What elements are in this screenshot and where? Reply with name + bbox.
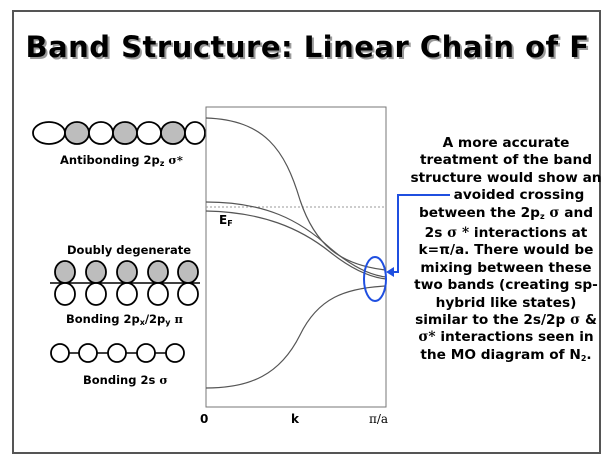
x-axis-k-label: k bbox=[291, 412, 299, 426]
orbital-lobe bbox=[184, 121, 206, 145]
s-orbital bbox=[78, 343, 98, 363]
x-axis-start-label: 0 bbox=[200, 412, 209, 426]
plot-frame bbox=[205, 106, 387, 408]
slide-title: Band Structure: Linear Chain of F bbox=[25, 30, 590, 64]
pi-band-2 bbox=[205, 210, 387, 280]
degenerate-label: Doubly degenerate bbox=[67, 243, 192, 257]
explanation-line: between the 2pz σ and bbox=[418, 204, 594, 221]
pi-bonding-label: Bonding 2px/2py π bbox=[66, 312, 183, 327]
explanation-line: avoided crossing bbox=[453, 187, 585, 204]
avoided-crossing-highlight bbox=[363, 256, 387, 302]
explanation-line: structure would show an bbox=[410, 169, 602, 186]
pi-orbital bbox=[177, 260, 199, 306]
explanation-line: treatment of the band bbox=[420, 152, 592, 169]
antibonding-band bbox=[205, 117, 387, 271]
s-orbital bbox=[165, 343, 185, 363]
explanation-line: hybrid like states) bbox=[435, 294, 577, 311]
explanation-line: 2s σ * interactions at bbox=[424, 225, 588, 242]
antibonding-orbital-chain bbox=[32, 121, 206, 145]
callout-arrowhead bbox=[386, 267, 394, 277]
explanation-line: mixing between these bbox=[420, 259, 592, 276]
explanation-line: σ* interactions seen in bbox=[418, 329, 594, 346]
fermi-level-label: EF bbox=[219, 213, 233, 228]
orbital-lobe bbox=[112, 121, 138, 145]
explanation-line: two bands (creating sp- bbox=[414, 277, 598, 294]
band-plot bbox=[205, 106, 450, 408]
orbital-lobe bbox=[88, 121, 114, 145]
explanation-line: similar to the 2s/2p σ & bbox=[415, 312, 597, 329]
orbital-lobe bbox=[160, 121, 186, 145]
s-orbital bbox=[107, 343, 127, 363]
s-orbital-chain bbox=[50, 343, 185, 363]
s-orbital bbox=[136, 343, 156, 363]
orbital-lobe bbox=[32, 121, 66, 145]
orbital-lobe bbox=[136, 121, 162, 145]
pi-orbital bbox=[147, 260, 169, 306]
explanation-text: A more accurate treatment of the band st… bbox=[402, 135, 610, 367]
pi-orbital bbox=[85, 260, 107, 306]
explanation-line: k=π/a. There would be bbox=[418, 242, 594, 259]
pi-orbital-chain bbox=[50, 260, 200, 306]
orbital-lobe bbox=[64, 121, 90, 145]
explanation-line: A more accurate bbox=[442, 135, 570, 151]
antibonding-label: Antibonding 2pz σ* bbox=[60, 153, 183, 168]
s-orbital bbox=[50, 343, 70, 363]
sigma-band bbox=[205, 285, 387, 389]
pi-band bbox=[205, 201, 387, 278]
sigma-bonding-label: Bonding 2s σ bbox=[83, 373, 168, 387]
pi-orbital bbox=[54, 260, 76, 306]
pi-orbital bbox=[116, 260, 138, 306]
explanation-line: the MO diagram of N2. bbox=[420, 346, 592, 363]
x-axis-end-label: π/a bbox=[369, 412, 389, 426]
